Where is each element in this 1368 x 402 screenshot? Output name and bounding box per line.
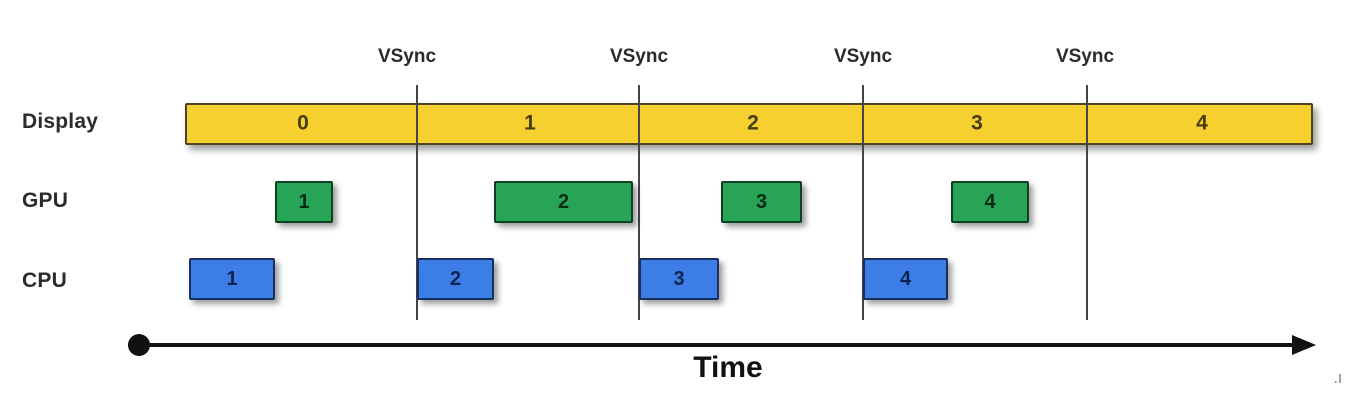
cpu-frame-2: 2 (417, 258, 494, 300)
corner-artifact: .l (1334, 372, 1343, 386)
vsync-label-1: VSync (377, 46, 437, 67)
vsync-line-3 (862, 85, 864, 320)
display-frame-3: 3 (971, 111, 983, 135)
gpu-frame-4: 4 (951, 181, 1029, 223)
time-axis-arrowhead-icon (1292, 335, 1316, 355)
display-frame-2: 2 (747, 111, 759, 135)
display-timeline-bar: 0 1 2 3 4 (185, 103, 1313, 145)
row-label-gpu: GPU (22, 189, 69, 212)
gpu-frame-2: 2 (494, 181, 633, 223)
time-axis-line (138, 343, 1296, 347)
row-label-cpu: CPU (22, 269, 67, 292)
row-label-display: Display (22, 110, 99, 133)
time-axis-label: Time (693, 351, 763, 384)
cpu-frame-4: 4 (863, 258, 948, 300)
display-frame-4: 4 (1196, 111, 1208, 135)
cpu-frame-1: 1 (189, 258, 275, 300)
vsync-line-4 (1086, 85, 1088, 320)
gpu-frame-3: 3 (721, 181, 802, 223)
vsync-label-2: VSync (609, 46, 669, 67)
vsync-label-3: VSync (833, 46, 893, 67)
cpu-frame-3: 3 (639, 258, 719, 300)
vsync-label-4: VSync (1055, 46, 1115, 67)
vsync-line-2 (638, 85, 640, 320)
gpu-frame-1: 1 (275, 181, 333, 223)
display-frame-0: 0 (297, 111, 309, 135)
vsync-line-1 (416, 85, 418, 320)
display-frame-1: 1 (524, 111, 536, 135)
